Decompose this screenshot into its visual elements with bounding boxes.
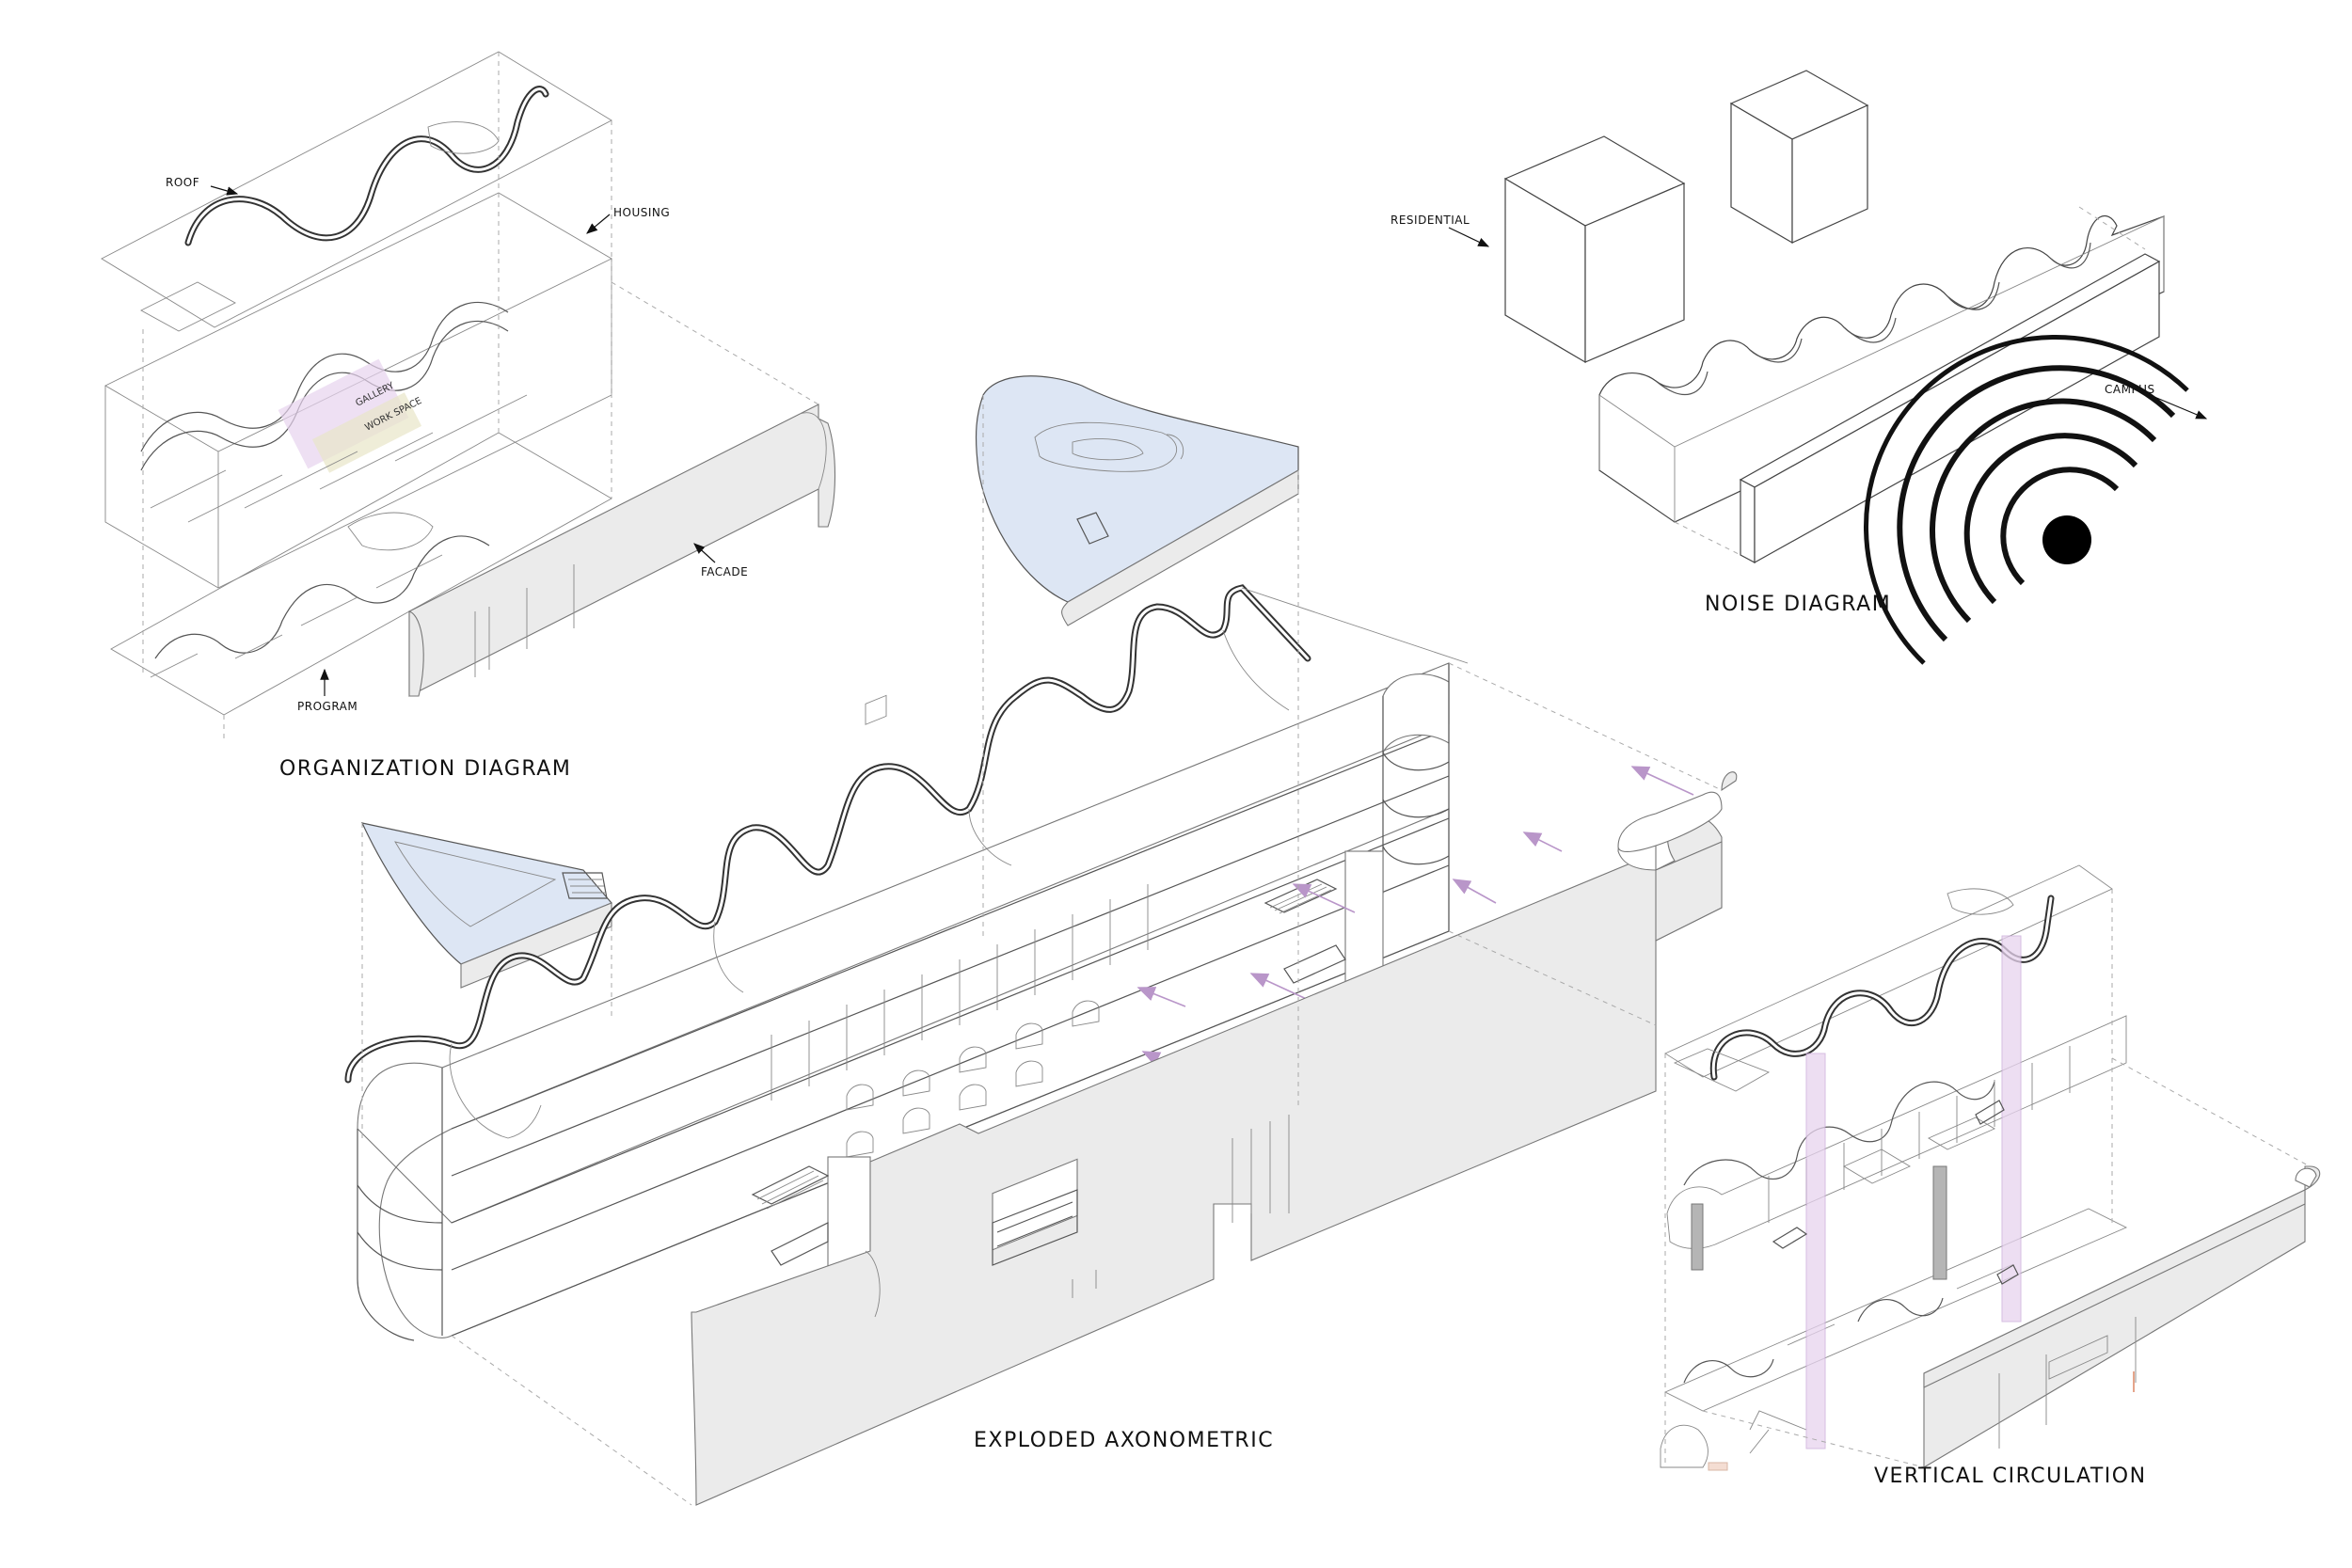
facade-label: FACADE bbox=[701, 565, 748, 578]
wavy-roof-ribbon bbox=[344, 584, 1469, 1139]
organization-callouts: ROOF HOUSING FACADE PROGRAM bbox=[166, 176, 748, 713]
room-modules bbox=[846, 694, 1100, 1158]
vertical-circulation-diagram: VERTICAL CIRCULATION bbox=[1660, 864, 2321, 1488]
housing-label: HOUSING bbox=[613, 206, 670, 219]
floating-roof-element-left bbox=[360, 822, 612, 989]
organization-projection-lines bbox=[142, 52, 819, 743]
noise-diagram: RESIDENTIAL CAMPUS NOISE DIAGRAM bbox=[1391, 70, 2208, 665]
exploded-projection-lines bbox=[361, 395, 1723, 1506]
campus-label: CAMPUS bbox=[2105, 383, 2155, 396]
circulation-ground-layer bbox=[1660, 1410, 1807, 1471]
residential-block-1 bbox=[1503, 135, 1686, 364]
vertical-circulation-title: VERTICAL CIRCULATION bbox=[1874, 1465, 2147, 1488]
building-mass bbox=[1598, 214, 2165, 523]
program-label: PROGRAM bbox=[297, 700, 358, 713]
housing-layer: GALLERY WORK SPACE bbox=[104, 192, 612, 589]
noise-diagram-title: NOISE DIAGRAM bbox=[1705, 593, 1891, 616]
circulation-roof-layer bbox=[1664, 864, 2113, 1092]
floating-roof-element-right bbox=[975, 375, 1299, 626]
residential-block-2 bbox=[1729, 70, 1869, 245]
organization-diagram: GALLERY WORK SPACE ROOF bbox=[101, 51, 835, 781]
roof-label: ROOF bbox=[166, 176, 199, 189]
circulation-housing-layer bbox=[1666, 1015, 2127, 1249]
residential-label: RESIDENTIAL bbox=[1391, 214, 1470, 227]
exploded-axonometric-title: EXPLODED AXONOMETRIC bbox=[974, 1429, 1274, 1452]
exploded-axonometric: EXPLODED AXONOMETRIC bbox=[344, 375, 1738, 1506]
circulation-projection-lines bbox=[1664, 889, 2311, 1468]
exploded-facade-wall bbox=[691, 771, 1738, 1506]
building-floor-plates bbox=[357, 662, 1450, 1341]
circulation-facade-layer bbox=[1923, 1165, 2321, 1468]
roof-layer bbox=[101, 51, 612, 332]
organization-diagram-title: ORGANIZATION DIAGRAM bbox=[279, 757, 571, 781]
facade-layer bbox=[408, 404, 835, 697]
noise-source-icon bbox=[1863, 334, 2189, 665]
vertical-cores bbox=[1691, 935, 2022, 1449]
